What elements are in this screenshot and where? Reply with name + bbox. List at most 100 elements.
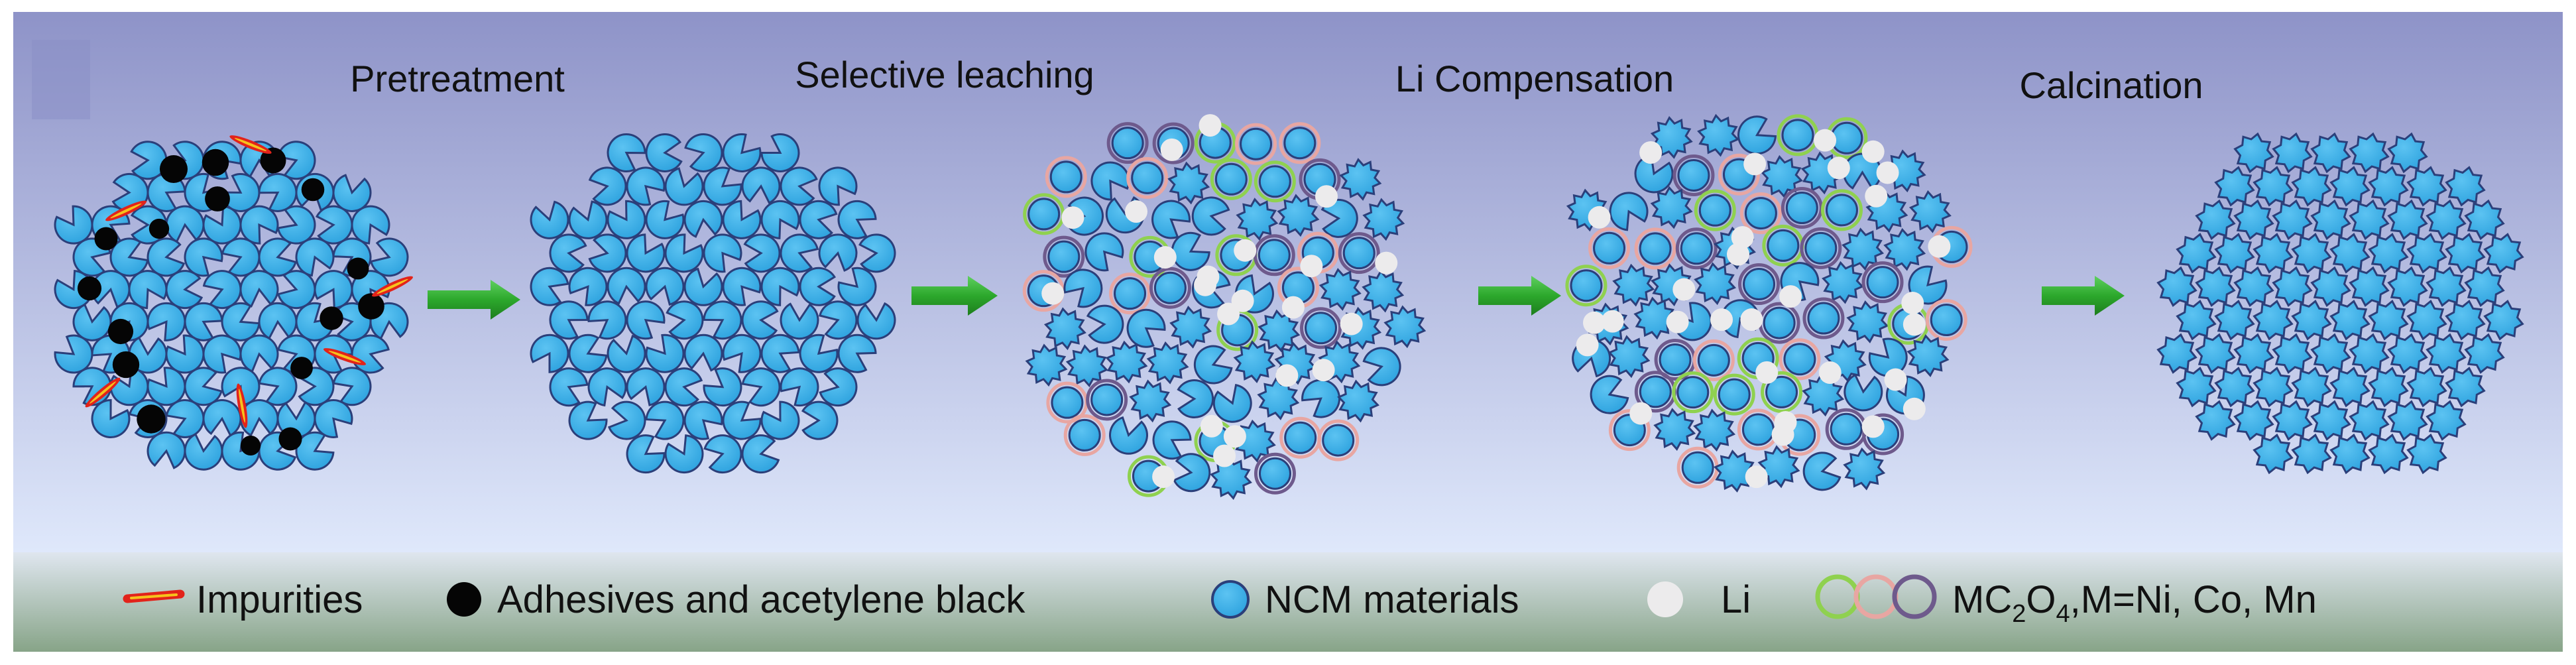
li-particle [1275, 364, 1299, 387]
ncm-particle [2214, 233, 2255, 274]
legend-item-ncm: NCM materials [1211, 578, 1519, 621]
li-particle [1601, 310, 1624, 333]
ncm-particle [2426, 400, 2467, 441]
ncm-particle [1047, 240, 1081, 273]
oxalate-ring [1086, 379, 1128, 421]
particle-cluster-selective-leaching [1022, 114, 1427, 500]
impurity-core [110, 203, 142, 219]
ncm-particle [1697, 113, 1739, 157]
adhesive-particle [77, 276, 102, 301]
ncm-particle [587, 300, 627, 340]
ncm-particle [1650, 186, 1693, 229]
ncm-particle [1785, 192, 1818, 225]
ncm-particle [258, 367, 298, 406]
adhesive-particle [347, 257, 369, 280]
ncm-particle [1676, 376, 1710, 409]
ncm-particle [1650, 115, 1693, 159]
ncm-particle [1131, 161, 1164, 194]
ncm-particle [2349, 132, 2390, 174]
li-particle [1197, 265, 1220, 288]
oxalate-ring [1300, 307, 1342, 349]
ncm-particle [722, 267, 762, 306]
oxalate-ring [1210, 158, 1252, 200]
li-particle [1234, 239, 1257, 262]
ncm-particle [2464, 199, 2505, 241]
ncm-particle [1301, 379, 1341, 418]
li-particle [1743, 152, 1767, 176]
ncm-particle [703, 434, 742, 474]
adhesive-particle [159, 154, 188, 184]
legend-label-li: Li [1721, 578, 1751, 621]
li-particle [1231, 289, 1254, 312]
li-particle [1726, 243, 1749, 266]
ncm-particle [683, 400, 723, 440]
ncm-particle [1210, 457, 1252, 500]
ncm-particle [703, 166, 742, 206]
ncm-particle [1830, 121, 1863, 154]
ncm-particle [645, 133, 683, 172]
legend-background [13, 552, 2563, 652]
li-particle [1861, 415, 1885, 438]
ncm-particle [2445, 166, 2486, 207]
right-arrow-icon [428, 280, 520, 320]
ncm-particle [2156, 333, 2197, 374]
ncm-particle [1593, 231, 1626, 265]
ncm-particle [722, 333, 762, 373]
ncm-particle [1167, 161, 1210, 205]
oxalate-ring [1043, 235, 1085, 278]
right-arrow-icon [1478, 276, 1561, 316]
ncm-particle [1608, 335, 1651, 379]
ncm-particle [276, 141, 316, 180]
oxalate-ring [1672, 371, 1714, 414]
ncm-particle [1680, 232, 1713, 265]
ncm-particle [2349, 333, 2390, 374]
ncm-particle [2195, 333, 2236, 374]
ncm-particle [2426, 266, 2467, 308]
ncm-particle [1714, 450, 1756, 493]
ncm-particle [818, 166, 858, 206]
oxalate-ring [1862, 413, 1904, 455]
ncm-particle [645, 333, 685, 373]
ncm-particle [645, 400, 685, 440]
legend-item-adhesives: Adhesives and acetylene black [447, 578, 1025, 621]
legend-label-oxalate: MC2O4,M=Ni, Co, Mn [1952, 578, 2317, 628]
ncm-particle [2291, 433, 2332, 475]
particle-cluster-calcination [2156, 132, 2524, 475]
li-particle [1755, 361, 1779, 384]
ncm-particle [295, 302, 335, 341]
li-particle [1223, 425, 1246, 448]
ncm-particle [1151, 200, 1191, 239]
ncm-particle [818, 300, 858, 340]
ncm-particle [837, 267, 877, 306]
ncm-particle [146, 302, 186, 341]
ncm-particle [1277, 194, 1320, 237]
ncm-particle [664, 233, 704, 273]
ncm-particle [1025, 343, 1068, 387]
ncm-particle [2310, 132, 2351, 174]
ncm-particle [2387, 132, 2428, 174]
ncm-particle [1342, 237, 1376, 270]
right-arrow-icon [911, 276, 998, 316]
ncm-particle [743, 233, 781, 273]
ncm-particle [1043, 307, 1086, 351]
ncm-particle [351, 205, 390, 245]
ncm-particle [607, 400, 646, 440]
ncm-particle [1693, 408, 1736, 452]
ncm-particle [1694, 262, 1737, 306]
ncm-particle [2272, 132, 2313, 174]
ncm-particle [1639, 232, 1672, 265]
step-titles: Pretreatment Selective leaching Li Compe… [350, 54, 2203, 106]
ncm-particle [2349, 400, 2390, 441]
li-particle [1041, 282, 1065, 305]
oxalate-ring [1109, 272, 1151, 315]
li-particle [1200, 414, 1223, 438]
li-particle [1629, 402, 1653, 425]
ncm-particle [91, 398, 131, 438]
li-particle [1340, 312, 1363, 335]
ncm-particle [703, 233, 742, 273]
ncm-particle [1590, 375, 1629, 414]
ncm-particle [109, 237, 149, 277]
li-particle [1861, 140, 1885, 163]
ncm-particle [2329, 233, 2371, 274]
ncm-particle [2445, 233, 2486, 274]
